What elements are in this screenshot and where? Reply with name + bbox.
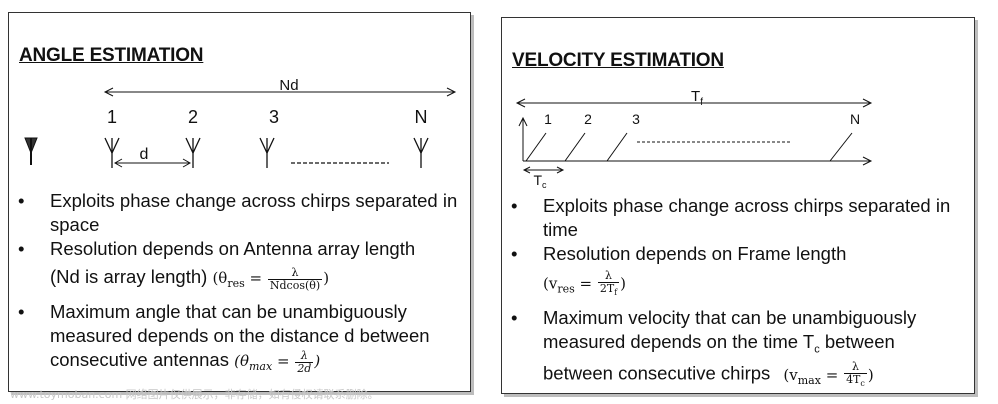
bullet-item: • Resolution depends on Frame length (vr…: [511, 242, 971, 302]
chirp-number-n: N: [850, 111, 860, 127]
bullet-dot: •: [18, 190, 25, 211]
chirp-number-2: 2: [584, 111, 592, 127]
chirp-ramp: [564, 132, 586, 162]
chirp-ramp: [606, 132, 628, 162]
bullet-item: • Exploits phase change across chirps se…: [511, 194, 971, 242]
bullet-text: Exploits phase change across chirps sepa…: [50, 190, 458, 235]
tc-symbol: Tc: [802, 330, 820, 356]
frame-duration-arrow: [515, 98, 873, 108]
chirp-duration-arrow: [522, 166, 565, 174]
receive-antenna-icon: [185, 137, 201, 168]
bullet-dot: •: [511, 195, 518, 216]
chirp-ramp: [829, 132, 853, 162]
bullet-text: Maximum velocity that can be unambiguous…: [543, 306, 917, 352]
bullet-text: Maximum angle that can be unambiguously …: [50, 301, 430, 370]
bullet-text: Resolution depends on Frame length: [543, 243, 847, 264]
bullet-item: • Maximum velocity that can be unambiguo…: [511, 306, 917, 389]
receive-antenna-icon: [259, 137, 275, 168]
chirp-ramp: [525, 132, 547, 162]
bullet-text: Resolution depends on Antenna array leng…: [50, 238, 416, 259]
velocity-estimation-title: VELOCITY ESTIMATION: [512, 50, 724, 71]
antenna-number-2: 2: [188, 107, 198, 127]
receive-antenna-icon: [104, 137, 120, 168]
angle-estimation-title: ANGLE ESTIMATION: [19, 45, 204, 66]
frame-duration-label: Tf: [691, 88, 703, 108]
angle-bullet-list: • Exploits phase change across chirps se…: [18, 189, 468, 379]
velocity-bullet-list: • Exploits phase change across chirps se…: [511, 194, 971, 393]
bullet-text: between consecutive chirps: [543, 362, 771, 384]
bullet-dot: •: [18, 301, 25, 322]
bullet-item: • Exploits phase change across chirps se…: [18, 189, 468, 237]
antenna-number-n: N: [415, 107, 428, 127]
velocity-estimation-panel: VELOCITY ESTIMATION Tf 1 2 3 N: [501, 17, 975, 394]
bullet-text: (Nd is array length): [50, 266, 208, 287]
bullet-dot: •: [511, 306, 518, 328]
chirp-duration-label: Tc: [533, 172, 547, 190]
chirp-frame-diagram: Tf 1 2 3 N Tc: [515, 88, 873, 190]
watermark-text: www.toymoban.com 网络图片仅供展示，非存储，如有侵权请联系删除。: [10, 388, 379, 401]
time-axis: [523, 156, 873, 166]
bullet-text: Exploits phase change across chirps sepa…: [543, 195, 951, 240]
chirp-number-3: 3: [632, 111, 640, 127]
bullet-dot: •: [18, 238, 25, 259]
antenna-number-1: 1: [107, 107, 117, 127]
transmit-antenna-icon: [24, 137, 38, 165]
frequency-axis: [518, 116, 528, 161]
nd-span-arrow: [103, 87, 457, 97]
angle-estimation-panel: ANGLE ESTIMATION Nd 1 2 3 N: [8, 12, 471, 392]
antenna-number-3: 3: [269, 107, 279, 127]
bullet-dot: •: [511, 243, 518, 264]
nd-label: Nd: [279, 77, 298, 94]
bullet-item: • Resolution depends on Antenna array le…: [18, 237, 468, 296]
d-label: d: [140, 146, 149, 163]
antenna-array-diagram: Nd 1 2 3 N: [24, 77, 457, 168]
receive-antenna-icon: [413, 137, 429, 168]
chirp-number-1: 1: [544, 111, 552, 127]
bullet-item: • Maximum angle that can be unambiguousl…: [18, 300, 468, 379]
d-spacing-arrow: [113, 158, 192, 168]
